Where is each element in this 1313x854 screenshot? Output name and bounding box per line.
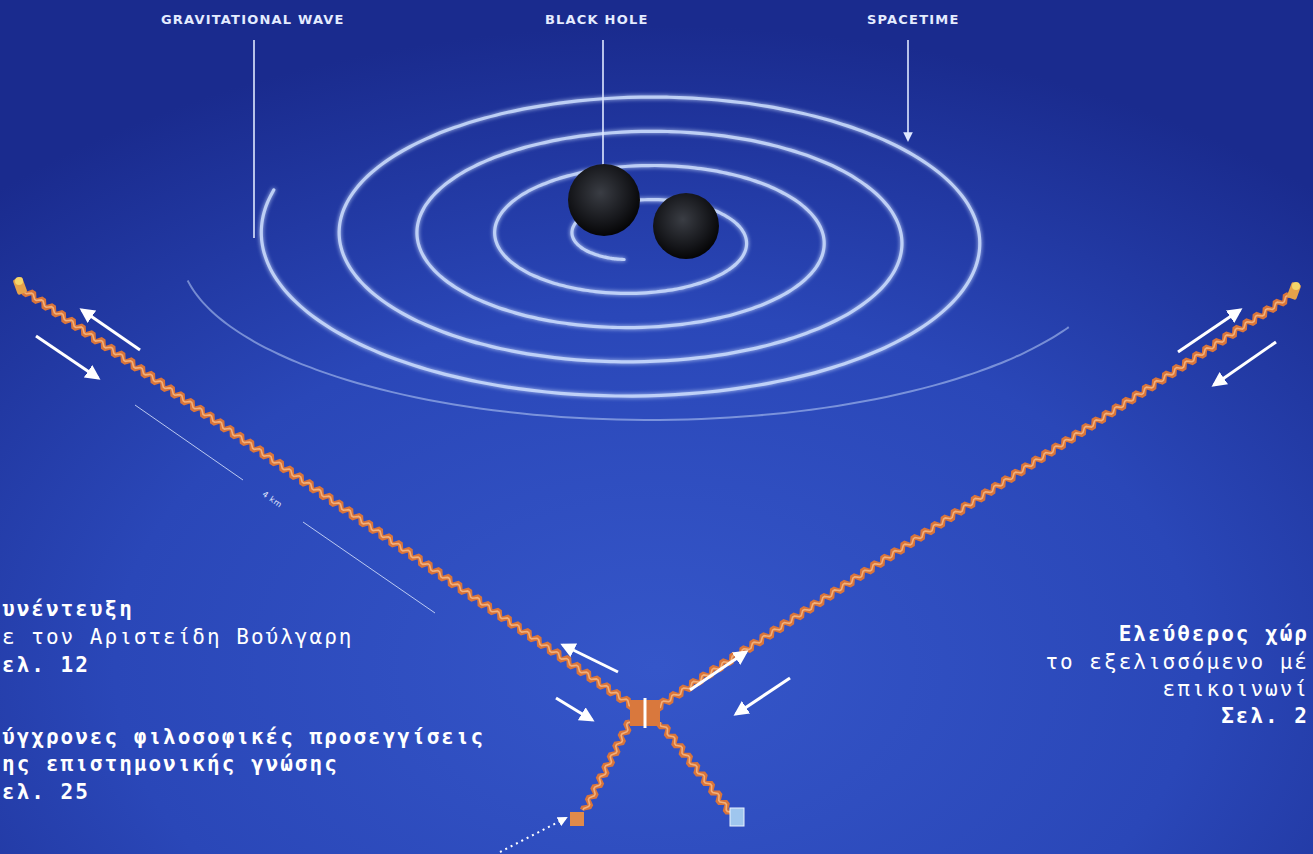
beam-arrow: [82, 310, 140, 350]
beam-splitter: [644, 698, 647, 728]
photodetector: [730, 808, 744, 826]
end-station: [13, 277, 28, 295]
article-heading: ης επιστημονικής γνώσης: [2, 752, 339, 777]
laser-arm: [656, 295, 1290, 709]
callout-label: GRAVITATIONAL WAVE: [161, 12, 345, 28]
callout-label: SPACETIME: [867, 12, 960, 28]
black-hole: [653, 193, 719, 259]
end-station: [1287, 282, 1302, 300]
dimension-line: [303, 522, 435, 613]
spacetime-spiral: [188, 97, 1069, 420]
laser-beam: [583, 722, 630, 810]
laser-beam: [656, 296, 1290, 709]
end-mirror: [1292, 282, 1300, 290]
end-mirror: [15, 277, 23, 285]
leader-line: [602, 40, 604, 166]
article-heading: ύγχρονες φιλοσοφικές προσεγγίσεις: [2, 725, 485, 750]
beam-arrow: [556, 698, 592, 720]
dimension-line: [135, 405, 243, 480]
article-subtitle: ε τον Αριστείδη Βούλγαρη: [2, 625, 353, 650]
article-subtitle: επικοινωνί: [1163, 677, 1309, 702]
black-holes: [568, 164, 719, 259]
beam-arrow: [1178, 310, 1240, 352]
leader-line: [907, 40, 909, 140]
laser-source: [570, 812, 584, 826]
article-subtitle: το εξελισσόμενο μέ: [1045, 650, 1309, 675]
leader-lines: [135, 40, 908, 613]
laser-beam: [660, 722, 730, 812]
beam-arrow: [563, 645, 618, 672]
page-reference: ελ. 12: [2, 653, 90, 678]
incoming-beam: [500, 818, 566, 852]
article-heading: υνέντευξη: [2, 597, 134, 622]
black-hole: [568, 164, 640, 236]
outer-ripple: [188, 280, 1069, 419]
page-reference: Σελ. 2: [1221, 704, 1309, 729]
page-reference: ελ. 25: [2, 780, 90, 805]
laser-arm: [582, 722, 630, 810]
beam-arrow: [690, 652, 746, 690]
spiral-wave: [261, 97, 979, 396]
beam-arrow: [1214, 342, 1276, 385]
leader-line: [253, 40, 255, 238]
callout-label: BLACK HOLE: [545, 12, 649, 28]
beam-arrow: [36, 336, 98, 378]
laser-arm: [659, 722, 730, 812]
article-heading: Ελεύθερος χώρ: [1119, 622, 1309, 647]
beam-arrow: [736, 678, 790, 714]
dimension-label: 4 km: [260, 490, 284, 511]
